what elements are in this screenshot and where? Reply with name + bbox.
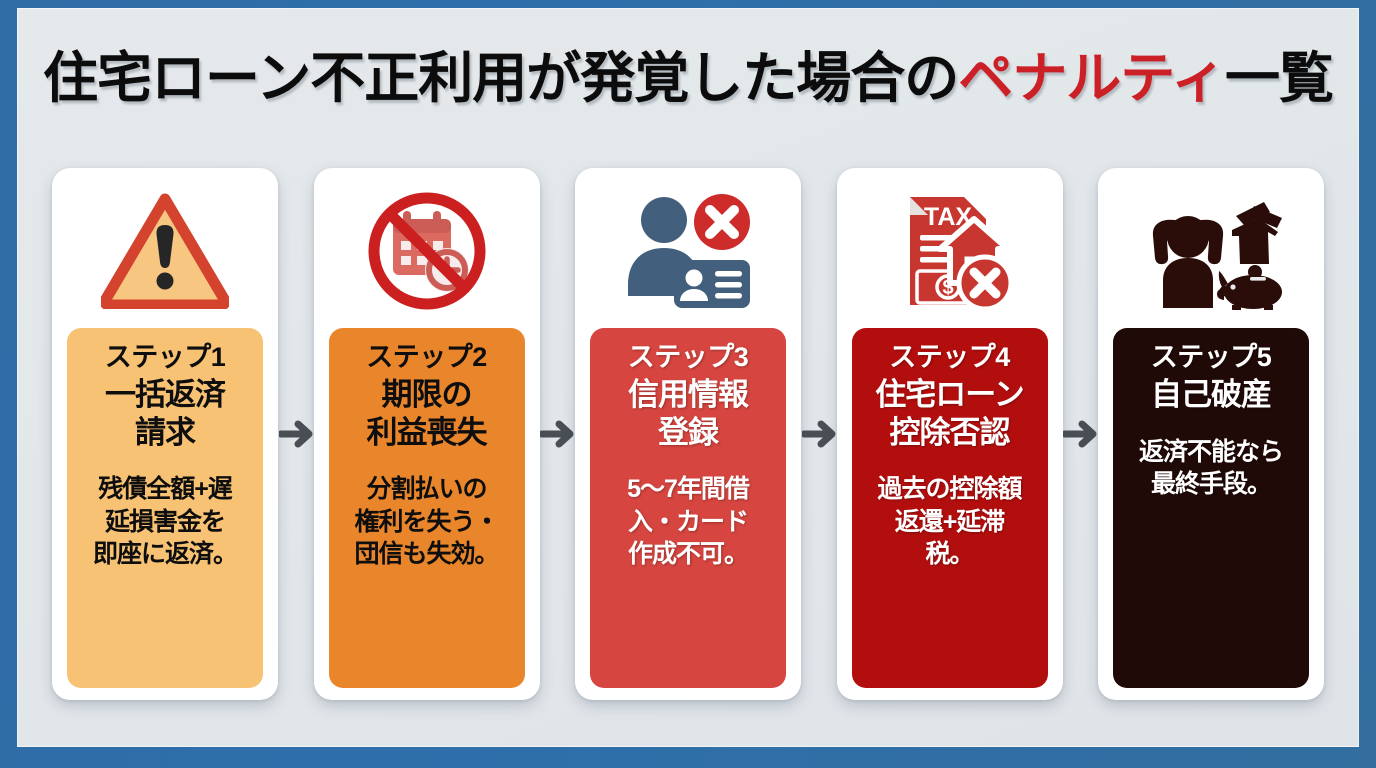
step-arrow-1 xyxy=(278,168,313,700)
arrow-right-icon xyxy=(1063,420,1097,448)
step-title: 住宅ローン控除否認 xyxy=(860,376,1040,452)
step-title-line: 利益喪失 xyxy=(366,414,488,450)
step-title-line: 自己破産 xyxy=(1151,376,1272,412)
step-description-line: 分割払いの xyxy=(366,475,487,504)
arrow-right-icon xyxy=(540,420,574,448)
step-title: 期限の利益喪失 xyxy=(337,376,517,452)
page-title-tail: 一覧 xyxy=(1224,47,1334,109)
no-calendar-clock-icon xyxy=(368,192,485,310)
arrow-right-icon xyxy=(801,420,836,448)
svg-text:$: $ xyxy=(942,277,953,299)
step-title-line: 期限の xyxy=(381,376,473,412)
step-description: 残債全額+遅延損害金を即座に返済。 xyxy=(75,473,255,571)
step-band-1: ステップ1 一括返済請求残債全額+遅延損害金を即座に返済。 xyxy=(67,328,263,688)
step-description-line: 5〜7年間借 xyxy=(627,475,750,504)
step-description-line: 最終手段。 xyxy=(1150,470,1272,499)
arrow-right-icon xyxy=(278,420,313,448)
step-card-1[interactable]: ステップ1 一括返済請求残債全額+遅延損害金を即座に返済。 xyxy=(52,168,278,700)
warning-triangle-icon xyxy=(101,193,229,309)
step-description-line: 残債全額+遅 xyxy=(98,475,233,504)
step-title-line: 住宅ローン xyxy=(875,376,1024,412)
step-band-2: ステップ2 期限の利益喪失分割払いの権利を失う・団信も失効。 xyxy=(328,328,525,688)
step-description: 分割払いの権利を失う・団信も失効。 xyxy=(337,473,517,571)
step-title-line: 信用情報 xyxy=(628,376,749,412)
page-title-accent: ペナルティ xyxy=(958,47,1226,109)
step-band-5: ステップ5 自己破産返済不能なら最終手段。 xyxy=(1113,328,1309,688)
bankruptcy-person-piggy-icon xyxy=(1152,202,1282,310)
step-arrow-2 xyxy=(540,168,574,700)
step-title-line: 一括返済 xyxy=(105,376,226,412)
step-description-line: 作成不可。 xyxy=(627,540,749,569)
page-title-wrap: 住宅ローン不正利用が発覚した場合のペナルティ一覧 xyxy=(17,48,1359,109)
step-title: 一括返済請求 xyxy=(75,376,255,452)
step-arrow-3 xyxy=(801,168,836,700)
step-title: 信用情報登録 xyxy=(598,376,778,452)
tax-house-reject-icon: TAX $ xyxy=(837,168,1063,328)
person-id-reject-icon xyxy=(575,168,801,328)
step-card-5[interactable]: ステップ5 自己破産返済不能なら最終手段。 xyxy=(1098,168,1324,700)
page-title: 住宅ローン不正利用が発覚した場合のペナルティ一覧 xyxy=(43,47,1334,109)
step-title-line: 控除否認 xyxy=(889,414,1011,450)
step-band-4: ステップ4 住宅ローン控除否認過去の控除額返還+延滞税。 xyxy=(851,328,1048,688)
step-description-line: 団信も失効。 xyxy=(354,540,499,569)
infographic-canvas: 住宅ローン不正利用が発覚した場合のペナルティ一覧 ステップ1 一括返済請求残債全額… xyxy=(17,8,1359,747)
no-calendar-clock-icon xyxy=(314,168,540,328)
step-description-line: 返済不能なら xyxy=(1138,437,1284,466)
step-card-4[interactable]: TAX $ ステップ4 住宅ローン控除否認過去の控除額返還+延滞税。 xyxy=(836,168,1063,700)
step-arrow-4 xyxy=(1063,168,1097,700)
step-description-line: 権利を失う・ xyxy=(354,507,499,536)
step-description: 過去の控除額返還+延滞税。 xyxy=(860,473,1040,571)
bankruptcy-person-piggy-icon xyxy=(1098,168,1324,328)
person-id-reject-icon xyxy=(628,194,750,308)
step-description-line: 返還+延滞 xyxy=(894,507,1006,536)
step-description: 5〜7年間借入・カード作成不可。 xyxy=(598,473,778,571)
step-description-line: 税。 xyxy=(925,540,974,569)
page-title-lead: 住宅ローン不正利用が発覚した場合の xyxy=(43,47,959,109)
step-number-label: ステップ5 xyxy=(1150,342,1272,372)
step-description-line: 即座に返済。 xyxy=(92,540,238,569)
step-number-label: ステップ4 xyxy=(889,342,1010,372)
step-description-line: 入・カード xyxy=(627,507,749,536)
step-number-label: ステップ1 xyxy=(104,342,226,372)
step-title: 自己破産 xyxy=(1121,376,1301,414)
step-band-3: ステップ3 信用情報登録 5〜7年間借入・カード作成不可。 xyxy=(590,328,786,688)
step-card-3[interactable]: ステップ3 信用情報登録 5〜7年間借入・カード作成不可。 xyxy=(575,168,801,700)
step-title-line: 請求 xyxy=(135,414,196,450)
warning-triangle-icon xyxy=(52,168,278,328)
step-description-line: 過去の控除額 xyxy=(877,475,1022,504)
step-card-2[interactable]: ステップ2 期限の利益喪失分割払いの権利を失う・団信も失効。 xyxy=(313,168,540,700)
step-title-line: 登録 xyxy=(658,414,719,450)
tax-house-reject-icon: TAX $ xyxy=(909,197,1013,311)
step-description: 返済不能なら最終手段。 xyxy=(1121,436,1301,501)
step-number-label: ステップ3 xyxy=(627,342,749,372)
step-number-label: ステップ2 xyxy=(366,342,487,372)
step-description-line: 延損害金を xyxy=(104,507,226,536)
